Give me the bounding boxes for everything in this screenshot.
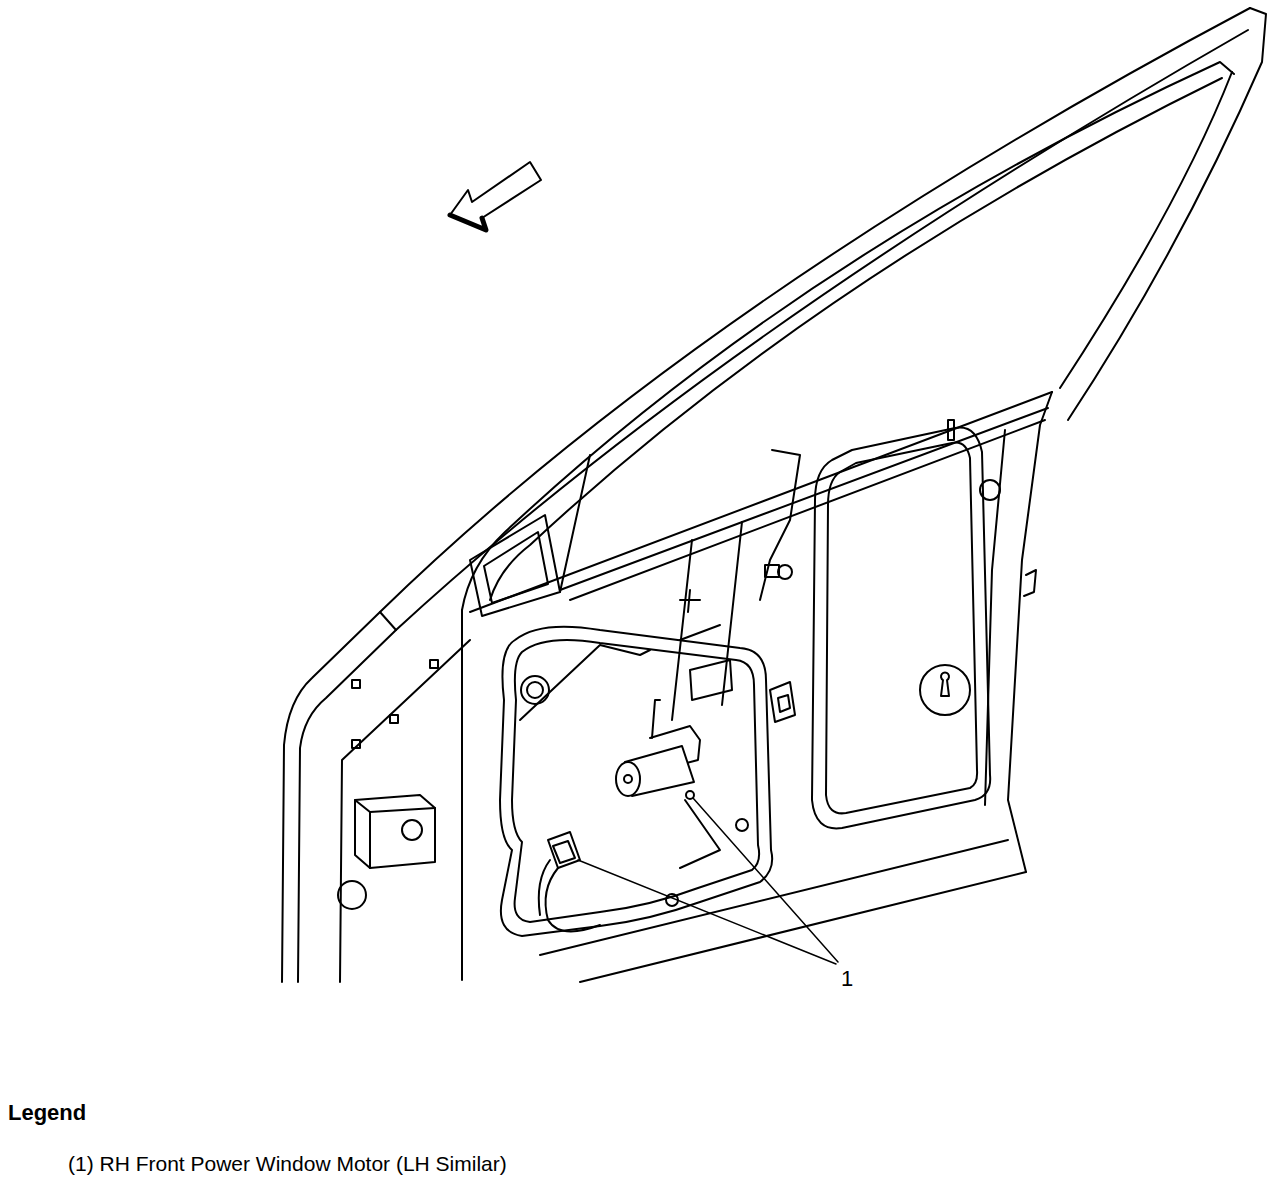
motor-wire: [652, 700, 660, 738]
motor-connector: [553, 841, 575, 863]
slot: [948, 420, 954, 440]
door-frame-line: [380, 612, 396, 630]
clip: [770, 682, 795, 722]
b-pillar-edge: [1068, 8, 1266, 420]
bolt: [736, 819, 748, 831]
hole: [527, 682, 543, 698]
b-pillar-edge: [1060, 72, 1232, 388]
window-frame-inner: [490, 78, 1222, 600]
hole: [338, 881, 366, 909]
leader-line: [578, 860, 836, 964]
regulator-detail: [680, 590, 720, 640]
access-hole: [512, 640, 759, 922]
regulator-track: [672, 522, 742, 720]
legend-row: (1) RH Front Power Window Motor (LH Simi…: [68, 1151, 507, 1176]
hinge-bolt: [402, 820, 422, 840]
keyhole: [941, 673, 949, 696]
motor-shaft: [624, 775, 632, 783]
leader-line: [693, 798, 838, 962]
hole: [430, 660, 438, 668]
clip: [778, 565, 792, 579]
hole: [352, 680, 360, 688]
hinge-block: [355, 800, 435, 868]
hole: [980, 480, 1000, 500]
door-front-edge: [340, 640, 470, 982]
belt-line: [570, 420, 1045, 600]
access-hole: [812, 428, 990, 829]
lock-boss: [920, 665, 970, 715]
door-rear-edge: [1008, 392, 1052, 872]
access-hole: [826, 443, 977, 814]
regulator-bracket: [690, 660, 732, 700]
power-window-motor: [616, 762, 640, 796]
direction-arrow-shade: [450, 215, 486, 230]
door-rear-edge: [985, 430, 1005, 805]
hole: [521, 676, 549, 704]
direction-arrow: [450, 162, 541, 230]
legend-text: (1) RH Front Power Window Motor (LH Simi…: [68, 1151, 507, 1176]
mirror-patch: [484, 532, 548, 603]
clip: [765, 565, 779, 577]
connector-wire: [539, 860, 550, 915]
mirror-patch: [470, 515, 560, 616]
access-hole: [500, 627, 772, 936]
regulator-cable: [760, 450, 800, 600]
hinge-block: [355, 795, 435, 868]
door-outer-frame: [282, 8, 1250, 982]
window-frame-inner: [462, 62, 1234, 610]
glass-edge: [560, 455, 590, 592]
connector-wire: [546, 868, 600, 931]
hole: [390, 715, 398, 723]
wire-harness: [680, 800, 720, 868]
door-frame-line: [298, 30, 1248, 982]
door-front-edge: [461, 610, 463, 980]
callout-number: 1: [841, 966, 853, 992]
latch-tab: [1024, 570, 1036, 596]
motor-connector: [548, 832, 580, 868]
hole: [352, 740, 360, 748]
door-bottom: [540, 840, 1008, 955]
legend-heading: Legend: [8, 1100, 86, 1126]
wire-harness: [520, 645, 650, 720]
